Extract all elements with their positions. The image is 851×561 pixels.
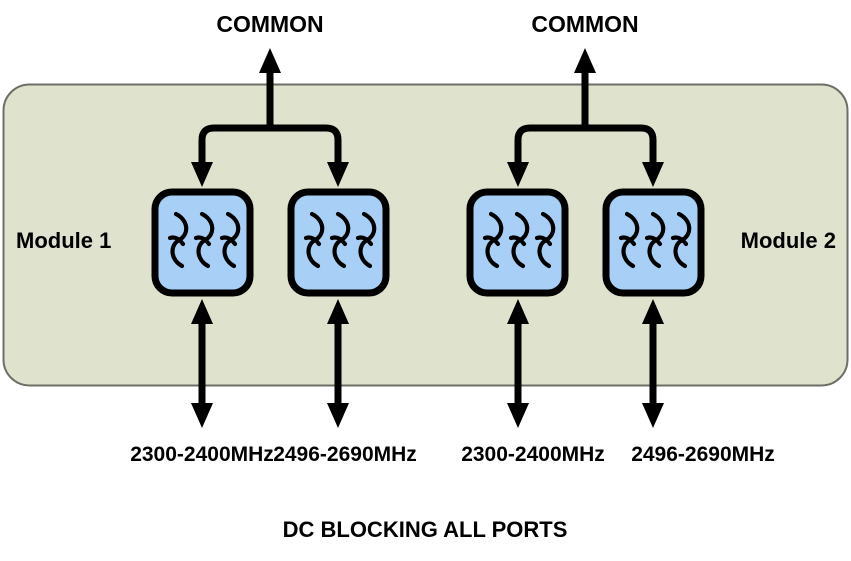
module-2-label: Module 2 bbox=[741, 228, 836, 253]
filter-box-m1-band1[interactable] bbox=[155, 192, 250, 293]
module-1-group bbox=[155, 48, 386, 428]
module-1-common-port bbox=[259, 48, 281, 128]
module-2-band1-port bbox=[507, 299, 529, 428]
module-2-band1-label: 2300-2400MHz bbox=[461, 443, 605, 466]
module-2-band2-port bbox=[642, 299, 664, 428]
module-1-band2-port bbox=[327, 299, 349, 428]
module-2-group bbox=[470, 48, 701, 428]
module-2-common-label: COMMON bbox=[531, 11, 638, 37]
module-1-band1-port bbox=[191, 299, 213, 428]
filter-box-m2-band2[interactable] bbox=[606, 192, 701, 293]
module-1-label: Module 1 bbox=[16, 228, 111, 253]
module-2-splitter-bus bbox=[514, 124, 657, 162]
module-1-common-label: COMMON bbox=[216, 11, 323, 37]
module-1-band2-label: 2496-2690MHz bbox=[273, 443, 417, 466]
filter-box-m1-band2[interactable] bbox=[291, 192, 386, 293]
module-1-splitter-bus bbox=[198, 124, 342, 162]
filter-box-m2-band1[interactable] bbox=[470, 192, 565, 293]
module-1-band1-label: 2300-2400MHz bbox=[130, 443, 274, 466]
module-2-band2-label: 2496-2690MHz bbox=[631, 443, 775, 466]
footer-note: DC BLOCKING ALL PORTS bbox=[283, 517, 568, 542]
module-enclosure-panel bbox=[2, 83, 849, 387]
module-2-common-port bbox=[574, 48, 596, 128]
